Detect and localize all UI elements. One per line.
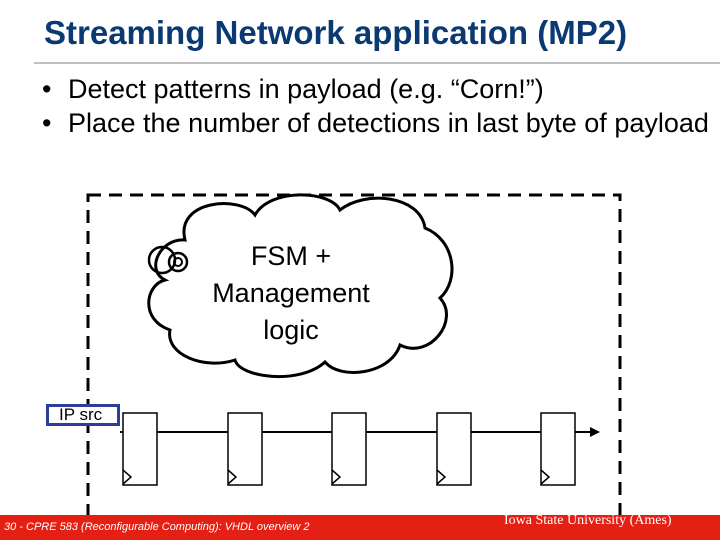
title-divider [34, 62, 720, 64]
fsm-cloud [147, 193, 454, 379]
bullet-dot: • [42, 74, 52, 104]
register-stage-2 [227, 412, 263, 486]
register-stage-5 [540, 412, 576, 486]
cloud-line-1: FSM + [251, 241, 331, 271]
register-stage-4 [436, 412, 472, 486]
cloud-line-2: Management [212, 278, 370, 308]
bullet-item: • Detect patterns in payload (e.g. “Corn… [42, 72, 712, 106]
data-path-arrowhead [590, 427, 600, 437]
clock-icon [227, 469, 238, 485]
state-node-inner-icon [173, 257, 183, 267]
clock-icon [331, 469, 342, 485]
clock-icon [122, 469, 133, 485]
footer-university-label: Iowa State University (Ames) [504, 513, 672, 528]
bullet-list: • Detect patterns in payload (e.g. “Corn… [42, 72, 712, 140]
register-stage-3 [331, 412, 367, 486]
bullet-dot: • [42, 108, 52, 138]
bullet-text: Detect patterns in payload (e.g. “Corn!”… [68, 74, 544, 104]
register-stage-1 [122, 412, 158, 486]
page-title: Streaming Network application (MP2) [44, 14, 628, 51]
state-node-icon [167, 251, 189, 273]
clock-icon [540, 469, 551, 485]
clock-icon [436, 469, 447, 485]
ip-source-box: IP src [46, 404, 120, 426]
bullet-item: • Place the number of detections in last… [42, 106, 712, 140]
bullet-text: Place the number of detections in last b… [68, 108, 709, 138]
footer-course-label: 30 - CPRE 583 (Reconfigurable Computing)… [4, 521, 310, 533]
cloud-line-3: logic [263, 315, 319, 345]
footer-bar [0, 515, 720, 540]
